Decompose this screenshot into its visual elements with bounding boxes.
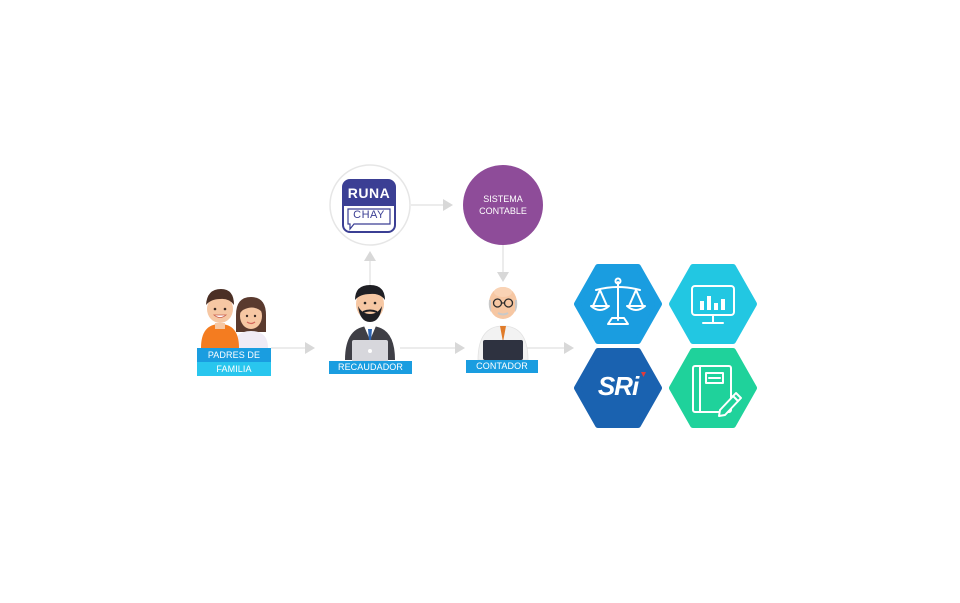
collector-person-icon	[345, 285, 395, 362]
arrow-runachay-to-sistema	[411, 199, 453, 211]
scales-of-justice-icon	[590, 277, 646, 325]
hex-monitor	[669, 264, 757, 344]
sri-logo-icon	[641, 372, 646, 377]
hex-notebook	[669, 348, 757, 428]
family-icon	[201, 289, 268, 348]
sri-text: SRi	[597, 371, 639, 401]
padres-label-line1: PADRES DE	[197, 348, 271, 362]
runachay-runa-text: RUNA	[347, 185, 391, 201]
hex-scales	[574, 264, 662, 344]
arrow-sistema-to-contador	[497, 245, 509, 282]
connectors	[271, 199, 574, 354]
notebook-pencil-icon	[692, 365, 742, 417]
recaudador-label: RECAUDADOR	[329, 361, 412, 374]
sistema-line2: CONTABLE	[479, 206, 527, 216]
contador-label: CONTADOR	[466, 360, 538, 373]
hex-sri	[574, 348, 662, 428]
accountant-person-icon	[477, 287, 529, 361]
arrow-padres-to-recaudador	[271, 342, 315, 354]
runachay-logo-icon	[342, 179, 396, 233]
runachay-node	[329, 164, 411, 246]
sistema-contable-node	[463, 165, 543, 245]
arrow-recaudador-to-runachay	[364, 251, 376, 288]
padres-label: PADRES DE FAMILIA	[197, 348, 271, 376]
sistema-line1: SISTEMA	[483, 194, 523, 204]
runachay-chay-text: CHAY	[353, 209, 385, 221]
arrow-recaudador-to-contador	[400, 342, 465, 354]
arrow-contador-to-outputs	[525, 342, 574, 354]
monitor-chart-icon	[691, 285, 735, 324]
sistema-contable-label: SISTEMA CONTABLE	[463, 193, 543, 217]
padres-label-line2: FAMILIA	[197, 362, 271, 376]
